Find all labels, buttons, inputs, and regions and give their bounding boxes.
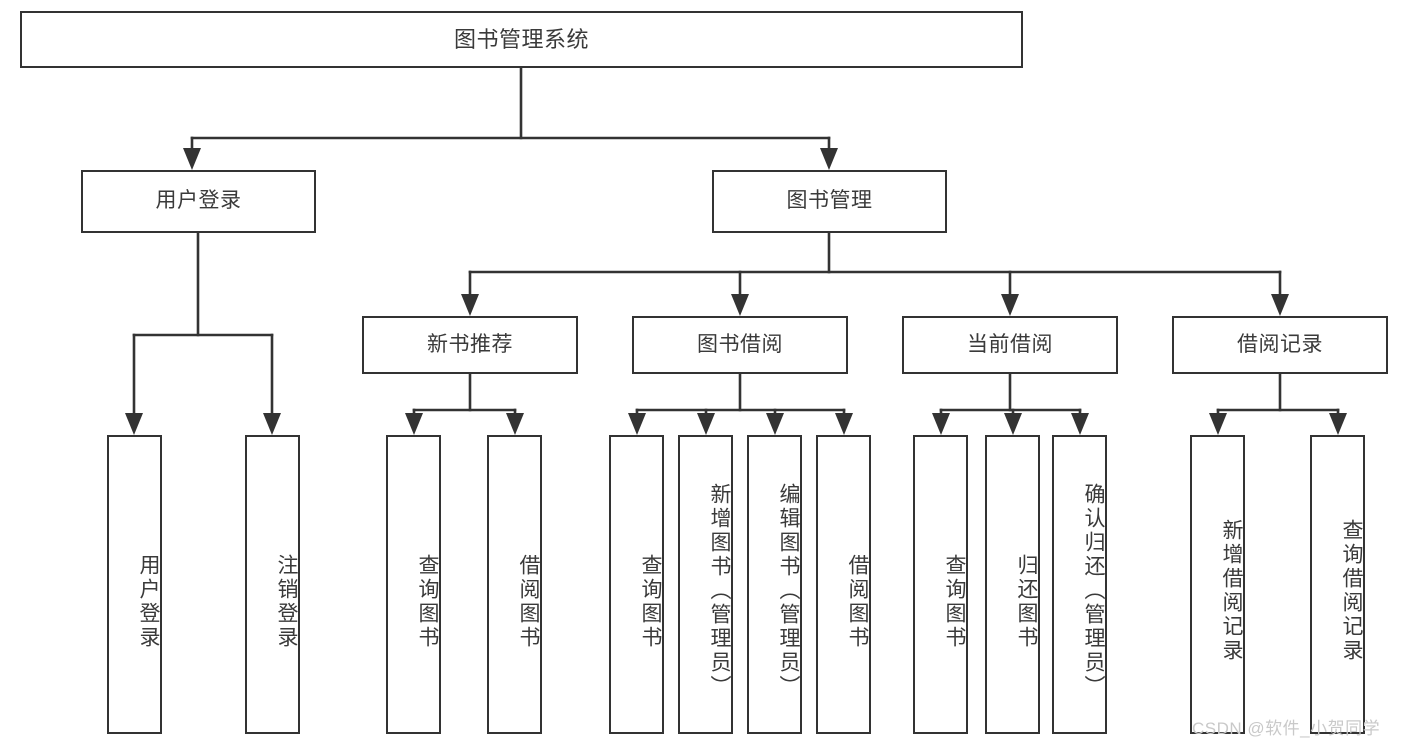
node-label: 新书推荐 — [427, 332, 513, 356]
node-leaf-add-borrow-record[interactable]: 新增借阅记录 — [1190, 435, 1245, 734]
node-label: 借阅图书 — [846, 553, 869, 650]
node-label: 用户登录 — [155, 189, 242, 213]
node-leaf-query-book-1[interactable]: 查询图书 — [386, 435, 441, 734]
node-leaf-edit-book-admin[interactable]: 编辑图书（管理员） — [747, 435, 802, 734]
node-label: 图书借阅 — [697, 332, 783, 356]
arrowhead-icon — [1271, 294, 1289, 316]
node-book-manage[interactable]: 图书管理 — [712, 170, 947, 233]
node-label: 查询图书 — [416, 553, 439, 650]
arrowhead-icon — [1071, 413, 1089, 435]
arrowhead-icon — [835, 413, 853, 435]
node-label: 归还图书 — [1015, 553, 1038, 650]
arrowhead-icon — [183, 148, 201, 170]
arrowhead-icon — [628, 413, 646, 435]
node-leaf-user-login[interactable]: 用户登录 — [107, 435, 162, 734]
node-label: 查询图书 — [943, 553, 966, 650]
node-label: 编辑图书（管理员） — [777, 482, 800, 699]
node-label: 图书管理 — [786, 189, 873, 213]
node-leaf-confirm-return[interactable]: 确认归还（管理员） — [1052, 435, 1107, 734]
node-leaf-query-borrow-record[interactable]: 查询借阅记录 — [1310, 435, 1365, 734]
arrowhead-icon — [1001, 294, 1019, 316]
node-label: 注销登录 — [275, 553, 298, 650]
node-book-borrow[interactable]: 图书借阅 — [632, 316, 848, 374]
node-user-login[interactable]: 用户登录 — [81, 170, 316, 233]
node-leaf-query-book-2[interactable]: 查询图书 — [609, 435, 664, 734]
node-leaf-add-book-admin[interactable]: 新增图书（管理员） — [678, 435, 733, 734]
node-borrow-record[interactable]: 借阅记录 — [1172, 316, 1388, 374]
arrowhead-icon — [932, 413, 950, 435]
arrowhead-icon — [820, 148, 838, 170]
node-label: 查询图书 — [639, 553, 662, 650]
arrowhead-icon — [1209, 413, 1227, 435]
node-label: 图书管理系统 — [453, 26, 589, 52]
arrowhead-icon — [461, 294, 479, 316]
arrowhead-icon — [405, 413, 423, 435]
node-label: 新增借阅记录 — [1220, 518, 1243, 663]
arrowhead-icon — [731, 294, 749, 316]
node-new-book-recommend[interactable]: 新书推荐 — [362, 316, 578, 374]
arrowhead-icon — [125, 413, 143, 435]
node-leaf-borrow-book-2[interactable]: 借阅图书 — [816, 435, 871, 734]
arrowhead-icon — [263, 413, 281, 435]
node-label: 借阅记录 — [1237, 332, 1323, 356]
node-label: 借阅图书 — [517, 553, 540, 650]
node-label: 查询借阅记录 — [1340, 518, 1363, 663]
node-leaf-query-book-3[interactable]: 查询图书 — [913, 435, 968, 734]
arrowhead-icon — [697, 413, 715, 435]
node-root-book-management-system[interactable]: 图书管理系统 — [20, 11, 1023, 68]
arrowhead-icon — [1329, 413, 1347, 435]
node-current-borrow[interactable]: 当前借阅 — [902, 316, 1118, 374]
node-label: 用户登录 — [137, 553, 160, 650]
node-label: 确认归还（管理员） — [1082, 482, 1105, 699]
arrowhead-icon — [766, 413, 784, 435]
csdn-watermark: CSDN @软件_小贺同学 — [1192, 719, 1381, 738]
node-label: 当前借阅 — [967, 332, 1053, 356]
arrowhead-icon — [506, 413, 524, 435]
node-leaf-return-book[interactable]: 归还图书 — [985, 435, 1040, 734]
arrowhead-icon — [1004, 413, 1022, 435]
node-leaf-borrow-book-1[interactable]: 借阅图书 — [487, 435, 542, 734]
node-leaf-logout-login[interactable]: 注销登录 — [245, 435, 300, 734]
node-label: 新增图书（管理员） — [708, 482, 731, 699]
